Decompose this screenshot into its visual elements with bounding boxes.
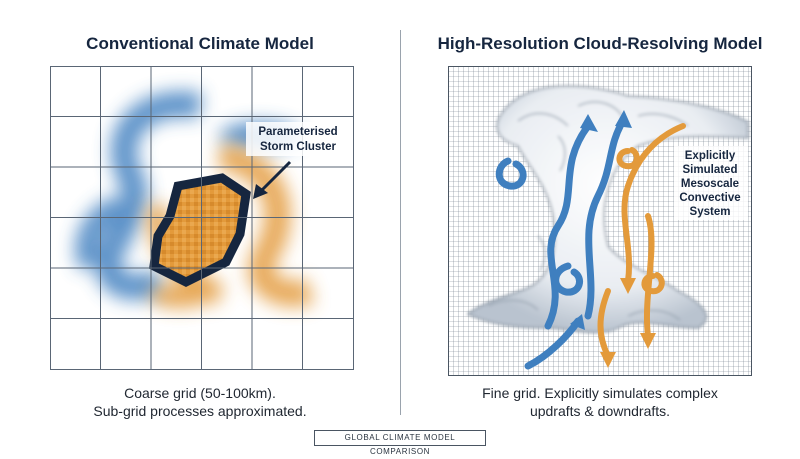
- footer-label: GLOBAL CLIMATE MODEL COMPARISON: [314, 430, 486, 456]
- parameterised-storm-cluster: [149, 173, 251, 288]
- updraft-arrowheads: [570, 110, 632, 330]
- right-caption-line-1: Fine grid. Explicitly simulates complex: [482, 385, 718, 401]
- left-caption-line-2: Sub-grid processes approximated.: [93, 403, 307, 419]
- right-caption: Fine grid. Explicitly simulates complex …: [400, 384, 800, 420]
- coarse-grid-diagram: Parameterised Storm Cluster: [50, 66, 354, 370]
- label-line-3: Mesoscale: [681, 178, 739, 190]
- panel-divider: [400, 30, 401, 415]
- annotation-line-1: Parameterised: [258, 126, 337, 138]
- downdraft-arrowheads: [600, 278, 656, 368]
- label-line-1: Explicitly: [685, 150, 736, 162]
- left-caption-line-1: Coarse grid (50-100km).: [124, 385, 276, 401]
- left-caption: Coarse grid (50-100km). Sub-grid process…: [0, 384, 400, 420]
- label-line-4: Convective: [679, 192, 740, 204]
- right-caption-line-2: updrafts & downdrafts.: [529, 403, 671, 419]
- annotation-line-2: Storm Cluster: [260, 141, 337, 153]
- right-panel-title: High-Resolution Cloud-Resolving Model: [437, 34, 763, 53]
- downdraft-arrows: [597, 123, 686, 359]
- fine-grid-diagram: Explicitly Simulated Mesoscale Convectiv…: [448, 66, 752, 376]
- label-line-2: Simulated: [683, 164, 738, 176]
- annotation-arrow: [253, 160, 292, 199]
- label-line-5: System: [690, 206, 731, 218]
- left-panel-title: Conventional Climate Model: [86, 34, 314, 53]
- coarse-grid: [50, 66, 354, 370]
